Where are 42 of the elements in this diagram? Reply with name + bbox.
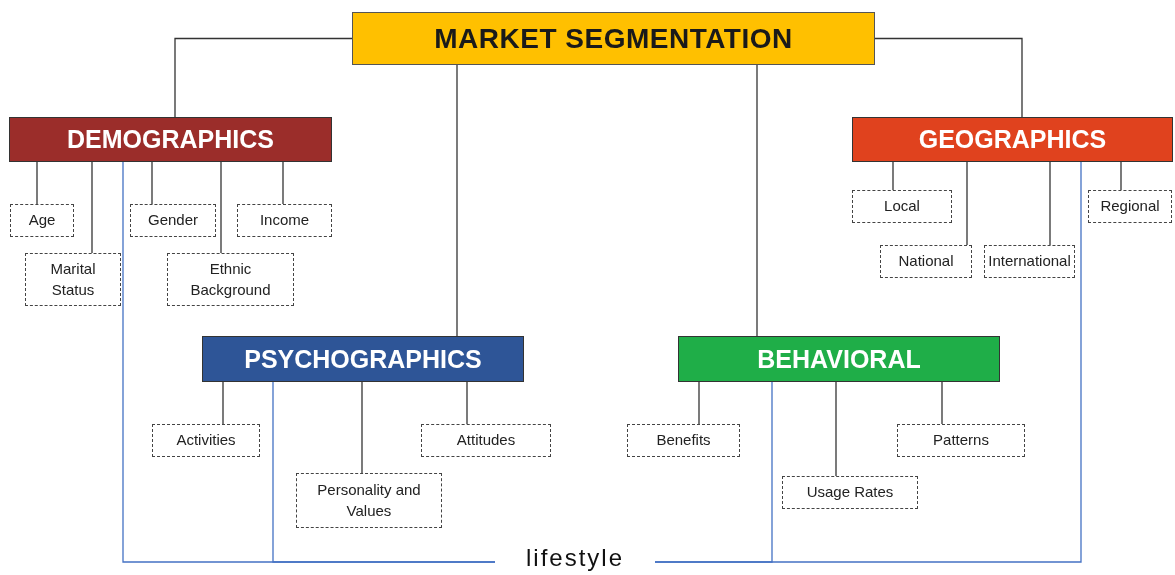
- connector-line: [966, 161, 968, 246]
- category-box: DEMOGRAPHICS: [9, 117, 332, 162]
- connector-line: [456, 64, 458, 337]
- category-box: BEHAVIORAL: [678, 336, 1000, 382]
- connector-line: [91, 161, 93, 254]
- connector-line: [1120, 161, 1122, 191]
- segment-box: Benefits: [627, 424, 740, 457]
- segment-box: International: [984, 245, 1075, 278]
- category-box: PSYCHOGRAPHICS: [202, 336, 524, 382]
- title-box: MARKET SEGMENTATION: [352, 12, 875, 65]
- segment-box: Income: [237, 204, 332, 237]
- connector-line: [698, 381, 700, 425]
- connector-line: [36, 161, 38, 205]
- connector-line: [654, 161, 1082, 563]
- connector-line: [1049, 161, 1051, 246]
- connector-line: [835, 381, 837, 477]
- segment-box: Patterns: [897, 424, 1025, 457]
- segment-box: Marital Status: [25, 253, 121, 306]
- connector-line: [282, 161, 284, 205]
- connector-line: [151, 161, 153, 205]
- connector-line: [174, 37, 353, 118]
- connector-line: [272, 381, 496, 563]
- bracket-label: lifestyle: [495, 543, 655, 573]
- segment-box: Ethnic Background: [167, 253, 294, 306]
- segment-box: Attitudes: [421, 424, 551, 457]
- connector-line: [756, 64, 758, 337]
- segment-box: Gender: [130, 204, 216, 237]
- category-box: GEOGRAPHICS: [852, 117, 1173, 162]
- connector-line: [874, 37, 1023, 118]
- connector-line: [222, 381, 224, 425]
- connector-line: [466, 381, 468, 425]
- connector-line: [220, 161, 222, 254]
- segment-box: Local: [852, 190, 952, 223]
- segment-box: Usage Rates: [782, 476, 918, 509]
- segment-box: Regional: [1088, 190, 1172, 223]
- segment-box: Activities: [152, 424, 260, 457]
- segment-box: Age: [10, 204, 74, 237]
- connector-line: [941, 381, 943, 425]
- segment-box: Personality and Values: [296, 473, 442, 528]
- connector-line: [361, 381, 363, 474]
- segment-box: National: [880, 245, 972, 278]
- connector-line: [892, 161, 894, 191]
